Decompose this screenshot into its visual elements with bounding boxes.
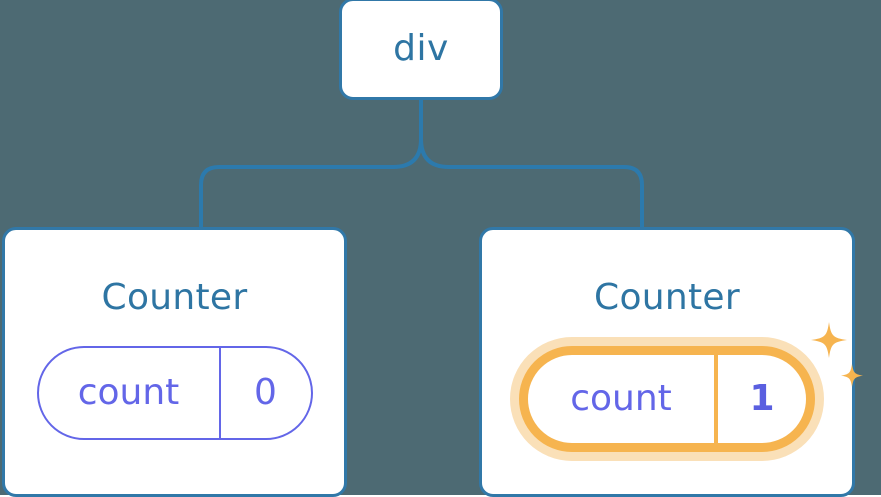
state-key: count xyxy=(570,378,672,419)
state-value: 0 xyxy=(218,348,311,438)
state-pill-wrapper: count 0 xyxy=(36,346,313,440)
state-pill[interactable]: count 0 xyxy=(36,346,313,440)
component-card-counter-left[interactable]: Counter count 0 xyxy=(2,227,347,497)
state-value: 1 xyxy=(714,355,806,443)
component-title: Counter xyxy=(101,277,248,318)
node-root-label: div xyxy=(393,28,449,69)
node-root-div[interactable]: div xyxy=(339,0,503,100)
state-pill-highlighted[interactable]: count 1 xyxy=(519,346,815,452)
component-card-counter-right[interactable]: Counter count 1 xyxy=(479,227,863,497)
state-key: count xyxy=(77,372,180,413)
state-pill-wrapper-highlighted: count 1 xyxy=(519,322,863,452)
component-title: Counter xyxy=(594,277,740,318)
